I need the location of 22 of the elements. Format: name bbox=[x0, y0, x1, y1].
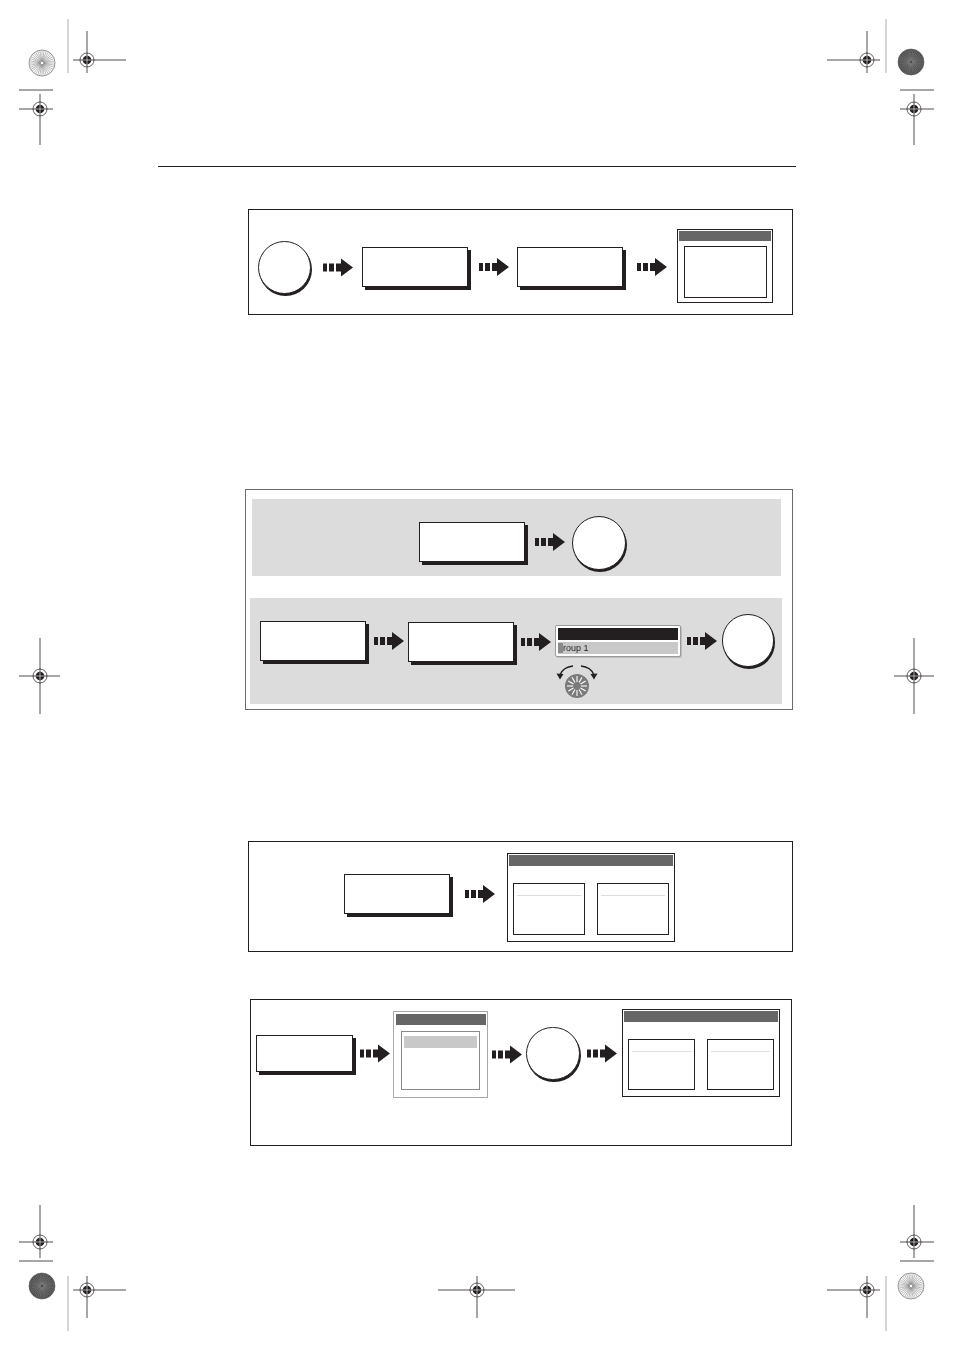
panel-frame bbox=[248, 209, 793, 315]
panel-band bbox=[250, 598, 782, 704]
softkey-box bbox=[419, 522, 528, 565]
softkey-box bbox=[260, 621, 369, 664]
panel-band bbox=[252, 499, 781, 576]
softkey-box bbox=[344, 874, 453, 917]
screen-drawing bbox=[622, 1009, 780, 1097]
list-window-drawing bbox=[555, 625, 681, 657]
softkey-box bbox=[256, 1035, 356, 1075]
round-key bbox=[722, 614, 776, 669]
screen-drawing bbox=[393, 1011, 488, 1098]
round-key bbox=[526, 1027, 582, 1082]
screen-drawing bbox=[677, 229, 773, 303]
panel-frame bbox=[245, 489, 793, 710]
list-item-text: roup 1 bbox=[563, 643, 589, 653]
softkey-box bbox=[408, 622, 517, 665]
panel-frame bbox=[248, 841, 793, 952]
softkey-box bbox=[517, 247, 626, 290]
panel-frame bbox=[250, 999, 792, 1146]
softkey-box bbox=[362, 247, 471, 290]
screen-drawing bbox=[507, 853, 675, 942]
round-key bbox=[572, 516, 628, 572]
